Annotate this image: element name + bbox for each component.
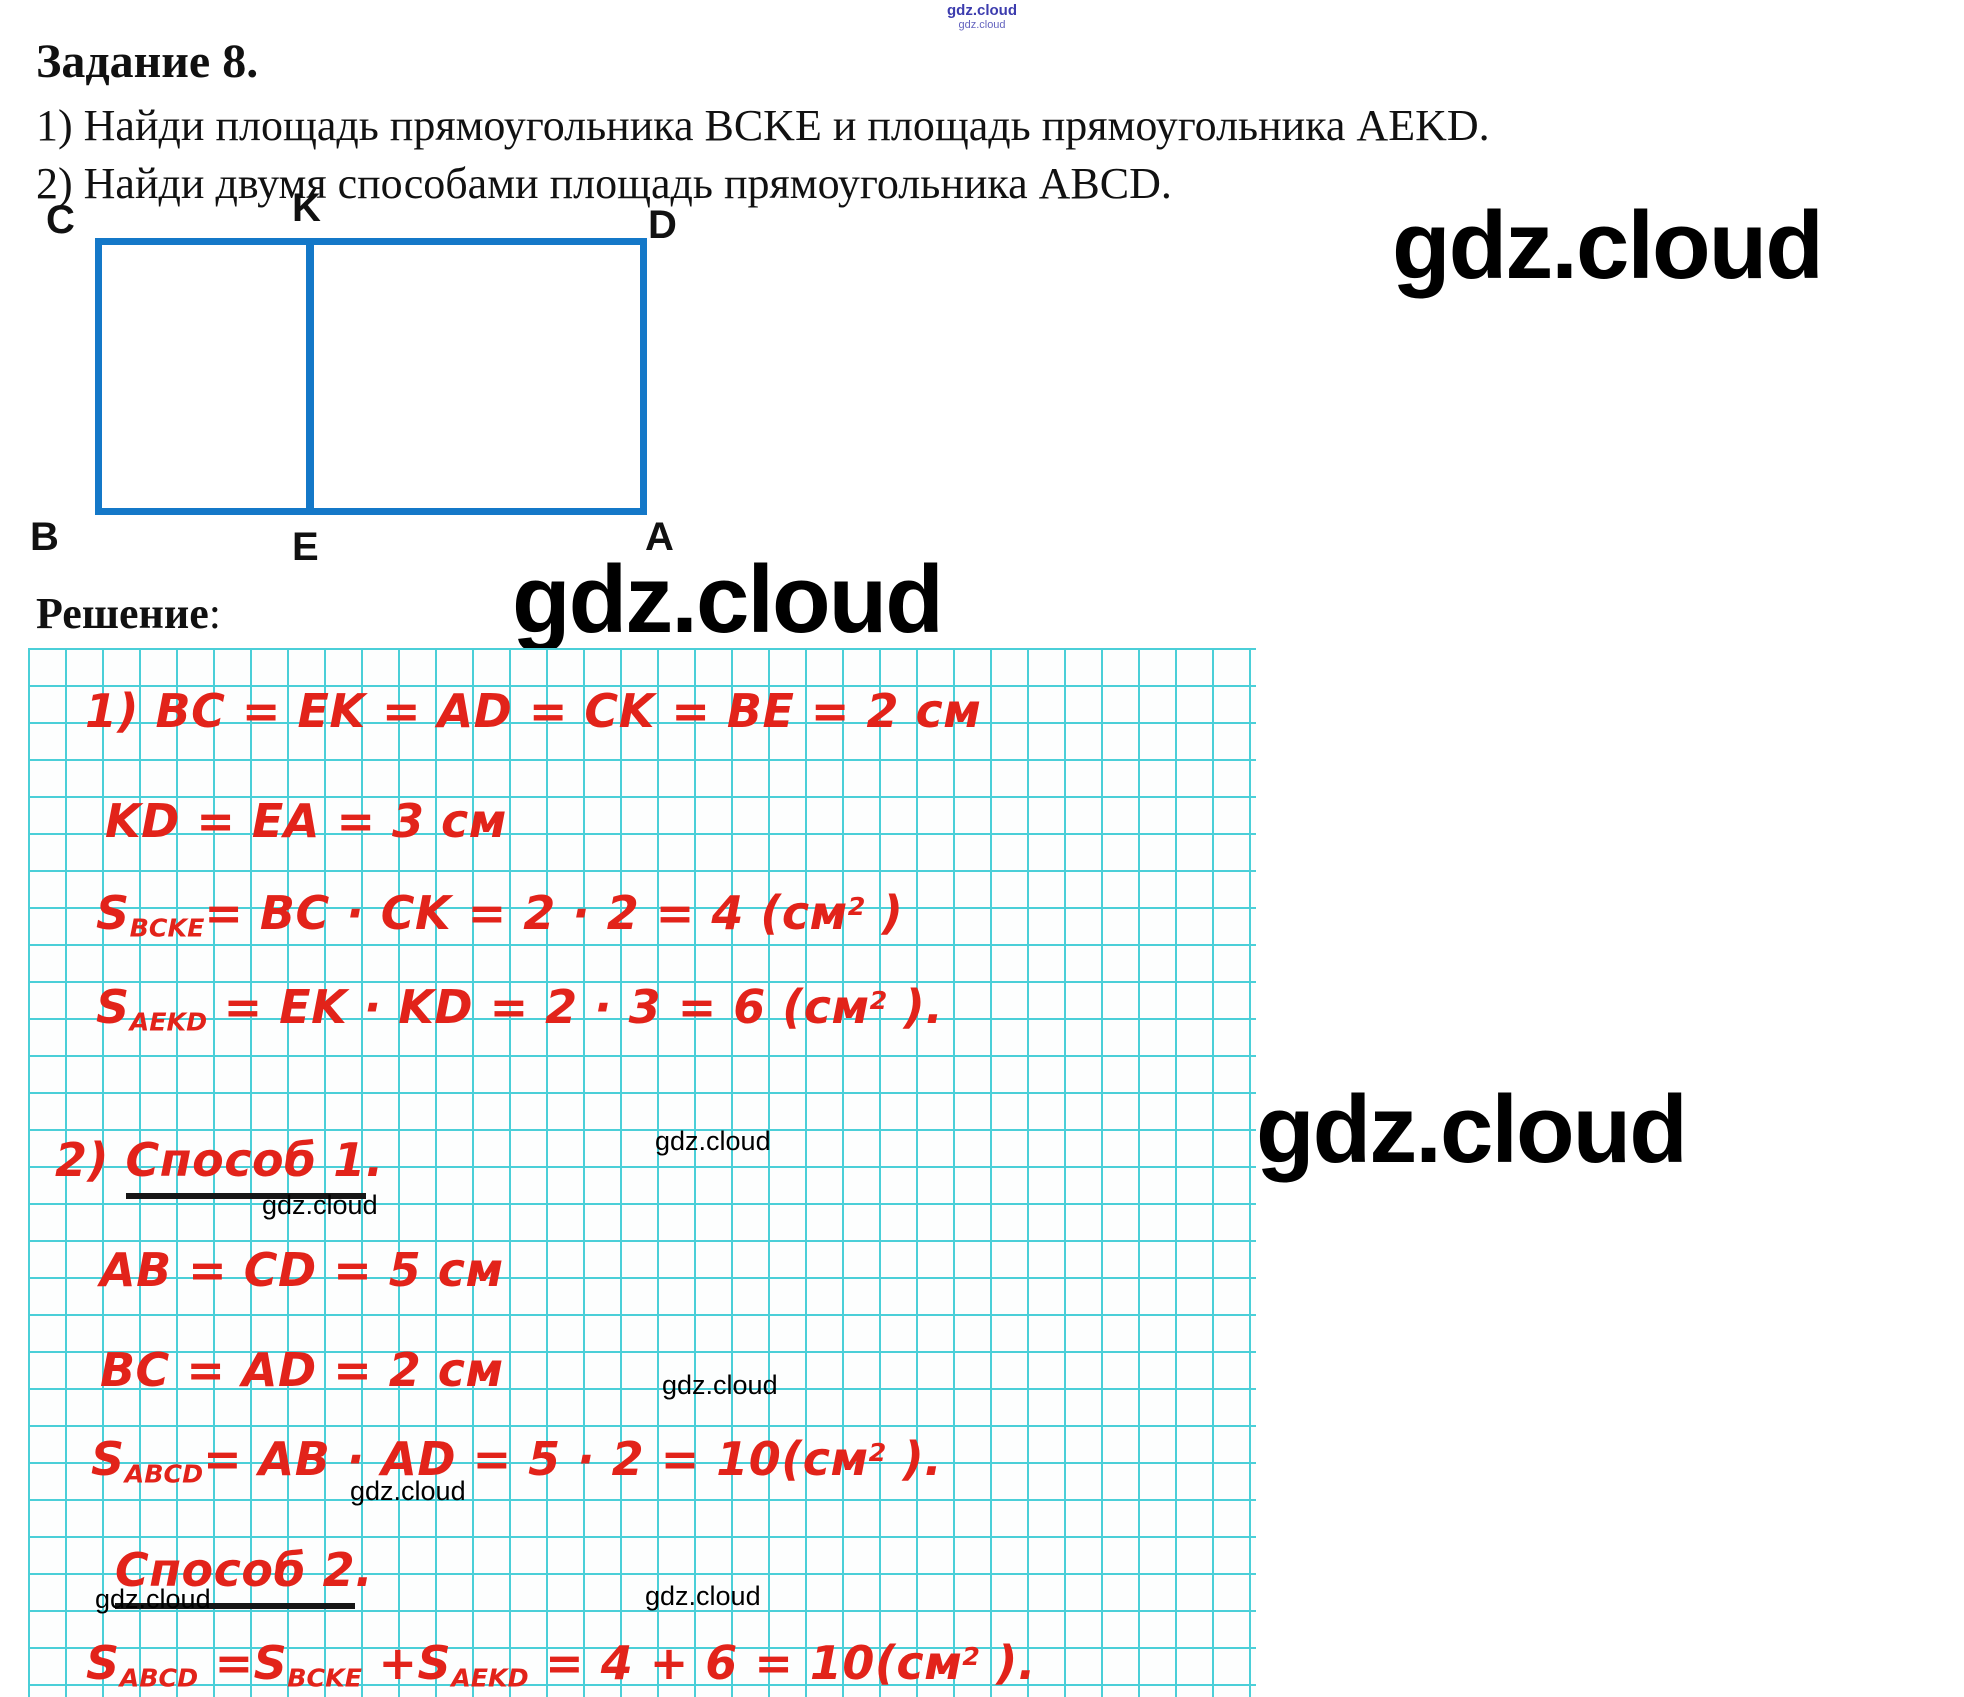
vertex-label-e: E [292,525,319,569]
watermark-tiny-2: gdz.cloud [958,19,1006,32]
solution-line-4: SAEKD = EK · KD = 2 · 3 = 6 (см2 ). [96,980,944,1037]
watermark-small-6: gdz.cloud [645,1581,761,1611]
rect-left-edge [95,238,102,515]
vertex-label-k: K [292,186,321,230]
watermark-small-4: gdz.cloud [350,1476,466,1506]
solution-heading: Решение: [36,588,221,639]
solution-line-8: SABCD= AB · AD = 5 · 2 = 10(см2 ). [91,1432,943,1489]
vertex-label-c: C [46,198,75,242]
solution-line-1: 1) BC = EK = AD = CK = BE = 2 см [85,684,982,738]
watermark-tiny-group: gdz.cloud gdz.cloud [0,2,1964,32]
watermark-small-5: gdz.cloud [95,1584,211,1614]
task-line-1: 1) Найди площадь прямоугольника BCKE и п… [36,101,1490,150]
vertex-label-d: D [648,203,677,247]
watermark-small-2: gdz.cloud [262,1190,378,1220]
page-title: Задание 8. [36,35,259,88]
watermark-large-mid: gdz.cloud [512,546,944,653]
solution-line-2: KD = EA = 3 см [105,794,507,848]
solution-line-6: AB = CD = 5 см [100,1243,504,1297]
rect-right-edge [640,238,647,515]
graph-paper: 1) BC = EK = AD = CK = BE = 2 см KD = EA… [28,648,1256,1697]
watermark-small-3: gdz.cloud [662,1370,778,1400]
watermark-small-1: gdz.cloud [655,1126,771,1156]
watermark-large-top-right: gdz.cloud [1392,192,1824,299]
vertex-label-b: B [30,515,59,559]
watermark-large-right: gdz.cloud [1256,1076,1688,1183]
rect-bottom-edge [95,508,647,515]
solution-heading-colon: : [208,589,221,638]
watermark-tiny-1: gdz.cloud [947,2,1017,19]
rect-divider-ke [306,238,314,515]
rect-top-edge [95,238,647,245]
solution-line-9: Способ 2. [115,1543,373,1609]
rectangle-diagram: C K D B E A [0,185,730,595]
solution-line-7: BC = AD = 2 см [100,1343,504,1397]
solution-line-10: SABCD =SBCKE +SAEKD = 4 + 6 = 10(см2 ). [86,1636,1036,1693]
solution-heading-word: Решение [36,589,209,638]
solution-line-5: 2) Способ 1. [55,1133,384,1199]
task-line-2: 2) Найди двумя способами площадь прямоуг… [36,159,1172,208]
vertex-label-a: A [645,515,674,559]
solution-line-3: SBCKE= BC · CK = 2 · 2 = 4 (см2 ) [96,886,904,943]
